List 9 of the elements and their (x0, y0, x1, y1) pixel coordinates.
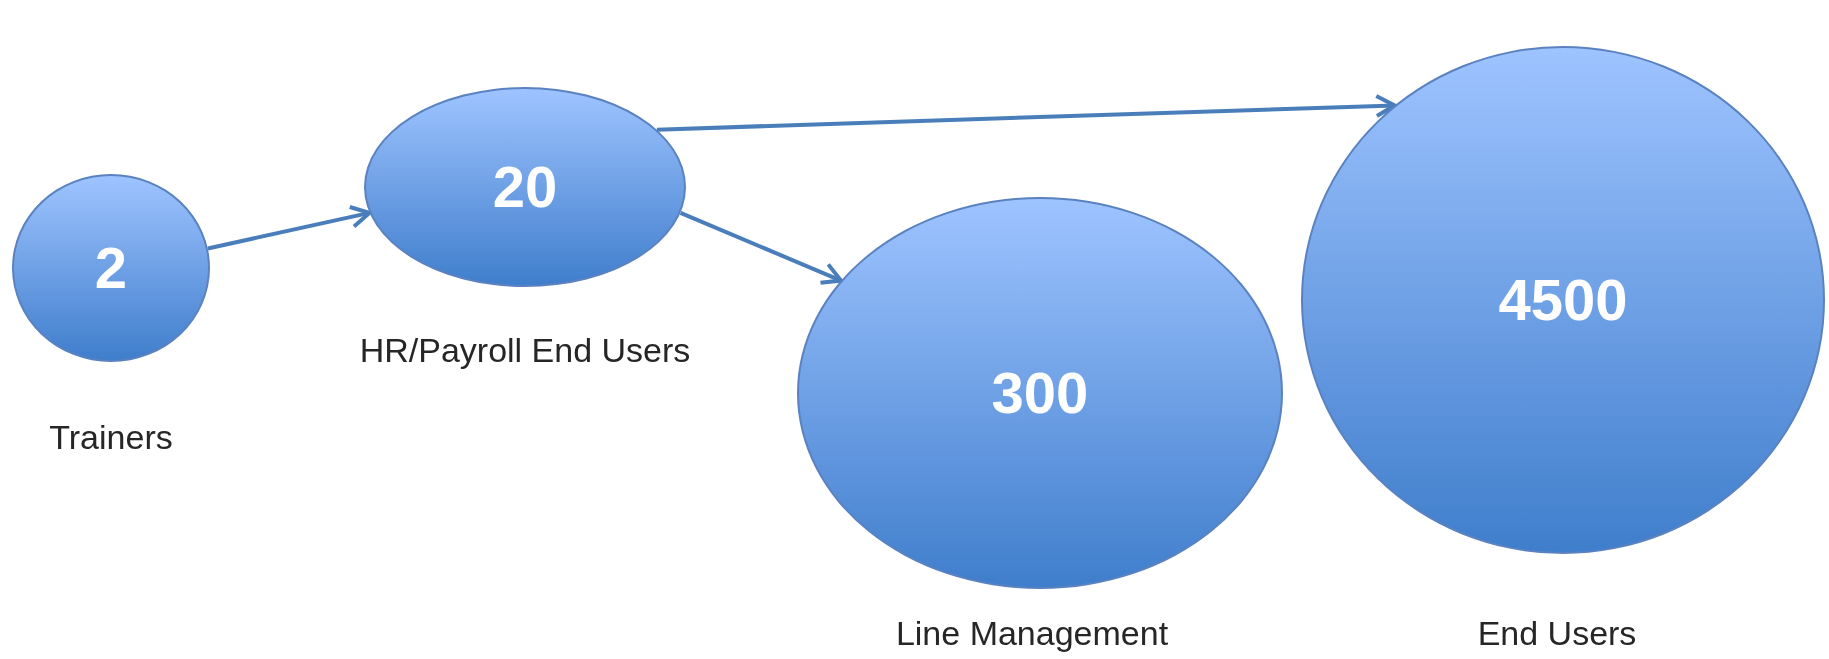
count-number: 20 (492, 158, 558, 216)
count-number: 4500 (1498, 271, 1628, 329)
arrow (656, 94, 1397, 132)
count-number: 300 (991, 364, 1089, 422)
count-number: 2 (94, 239, 128, 297)
node-caption: End Users (1477, 612, 1637, 654)
node-caption: Trainers (49, 416, 173, 458)
node-caption: Line Management (895, 612, 1169, 654)
node-caption: HR/Payroll End Users (359, 329, 691, 371)
